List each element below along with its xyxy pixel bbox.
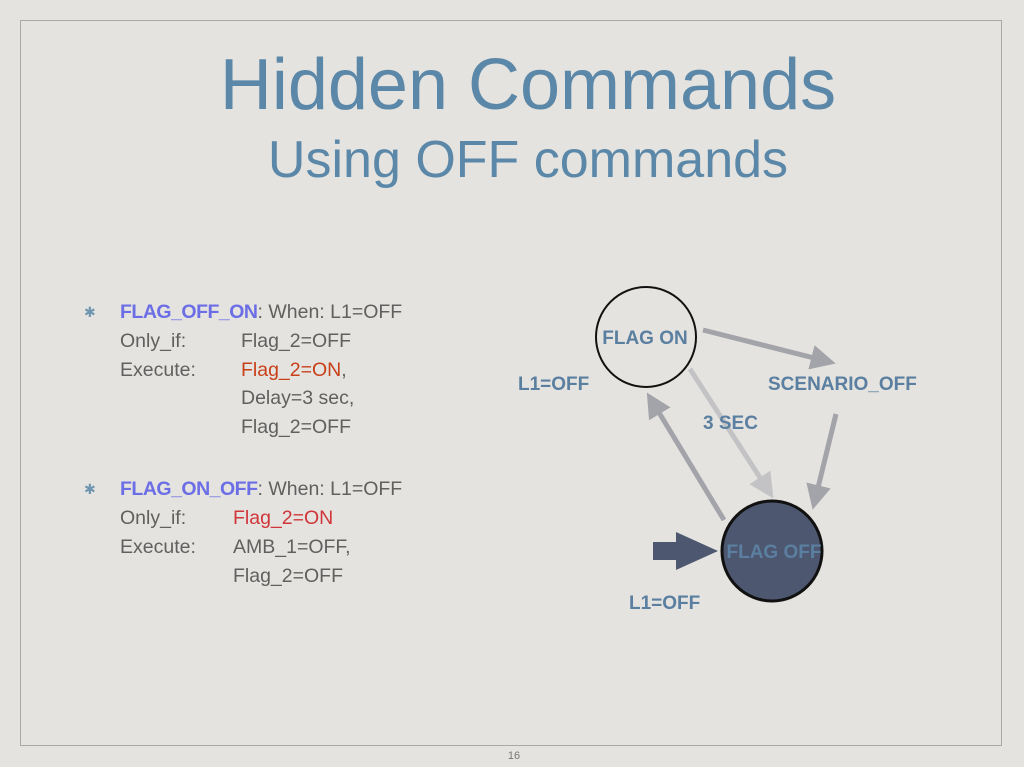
execute-value: AMB_1=OFF,	[233, 536, 351, 558]
only-if-value: Flag_2=OFF	[241, 330, 352, 352]
bullet-2-heading: FLAG_ON_OFF: When: L1=OFF	[120, 478, 402, 501]
only-if-label: Only_if:	[120, 330, 187, 352]
rule-when: : When: L1=OFF	[257, 478, 403, 500]
slide-title: Hidden Commands	[219, 45, 837, 125]
arrow-scenario-to-off	[806, 413, 839, 510]
bullet-1-heading: FLAG_OFF_ON: When: L1=OFF	[120, 301, 402, 324]
execute-value: Flag_2=ON,	[241, 359, 347, 382]
execute-label: Execute:	[120, 359, 196, 381]
execute-value: Delay=3 sec,	[241, 387, 355, 409]
rule-name: FLAG_ON_OFF	[120, 478, 258, 500]
label-flag-off: FLAG OFF	[727, 542, 822, 563]
initial-state-arrow	[653, 532, 718, 570]
comma: ,	[341, 359, 347, 381]
only-if-value: Flag_2=ON	[233, 507, 334, 529]
label-l1-off-top: L1=OFF	[518, 374, 589, 395]
label-scenario-off: SCENARIO_OFF	[768, 374, 917, 395]
state-flag-on	[595, 286, 697, 388]
rule-when: : When: L1=OFF	[257, 301, 403, 323]
page-number: 16	[507, 750, 521, 762]
label-flag-on: FLAG ON	[602, 328, 688, 349]
bullet-icon: ✱	[84, 304, 96, 320]
execute-value: Flag_2=OFF	[241, 416, 352, 438]
label-3sec: 3 SEC	[703, 413, 758, 434]
arrow-on-to-off-3sec	[687, 367, 774, 499]
label-l1-off-bottom: L1=OFF	[629, 593, 700, 614]
state-flag-off	[720, 499, 824, 603]
bullet-icon: ✱	[84, 481, 96, 497]
arrow-off-to-on	[646, 392, 727, 522]
execute-value: Flag_2=OFF	[233, 565, 344, 587]
rule-name: FLAG_OFF_ON	[120, 301, 258, 323]
arrow-on-to-scenario	[702, 327, 836, 370]
slide-subtitle: Using OFF commands	[267, 131, 789, 189]
execute-flag-on: Flag_2=ON	[241, 359, 342, 381]
only-if-label: Only_if:	[120, 507, 187, 529]
execute-label: Execute:	[120, 536, 196, 558]
slide-frame	[20, 20, 1002, 746]
